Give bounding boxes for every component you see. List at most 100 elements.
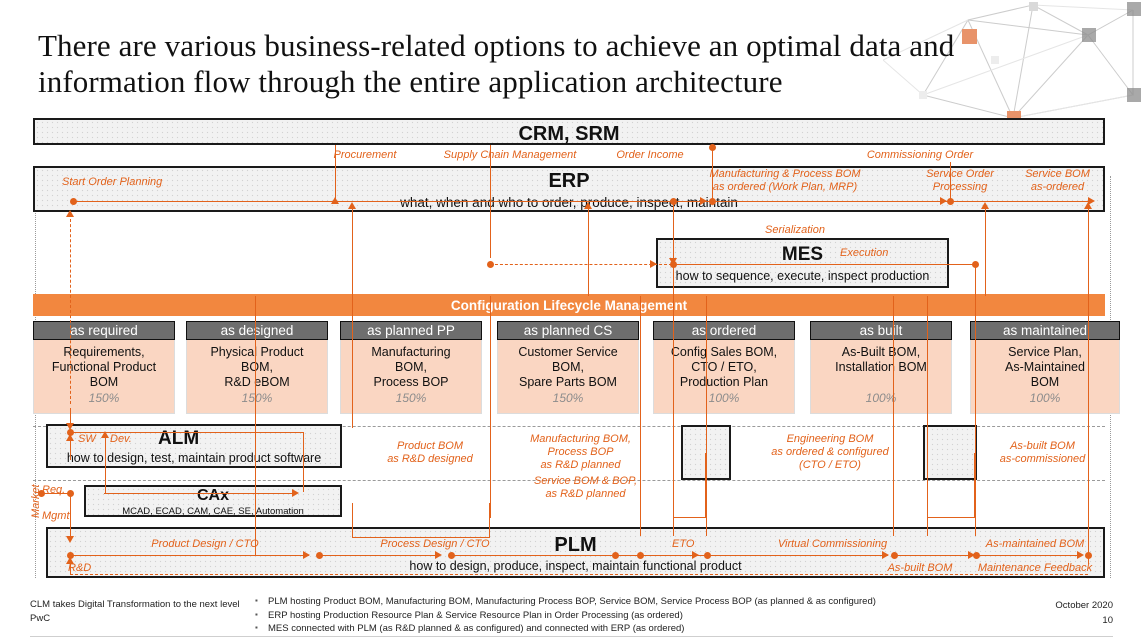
flow-as-required-dashed <box>70 214 71 404</box>
arrow-plm-eto <box>692 551 699 559</box>
spine-as-built-1 <box>893 296 894 536</box>
node-mes-feed-left <box>487 261 494 268</box>
label-service-order-processing: Service Order Processing <box>926 168 994 193</box>
arrow-mes-in <box>650 260 657 268</box>
footer-bullet-item: MES connected with PLM (as R&D planned &… <box>255 621 876 636</box>
stage-body-text: Manufacturing BOM, Process BOP <box>371 345 451 389</box>
flow-plm-left <box>72 555 309 556</box>
spine-as-built-3 <box>975 296 976 536</box>
system-box-erp[interactable]: ERP what, when and who to order, produce… <box>33 166 1105 212</box>
arrow-erp-service-order <box>981 202 989 209</box>
spine-as-designed <box>255 296 256 428</box>
annotation-as-built-bom: As-built BOM as-commissioned <box>999 440 1086 465</box>
stage-percent: 100% <box>708 391 740 405</box>
stage-column-as-required[interactable]: as required Requirements, Functional Pro… <box>33 321 175 414</box>
flow-erp-feed-a <box>352 206 353 296</box>
label-as-maintained-bom: As-maintained BOM <box>985 538 1085 550</box>
spine-as-maintained <box>1088 296 1089 564</box>
node-market <box>38 490 45 497</box>
flow-plm-maintained <box>977 555 1082 556</box>
stage-body-text: Physical Product BOM, R&D eBOM <box>210 345 304 389</box>
flow-req-mgmt-down <box>70 496 71 541</box>
label-req: Req. <box>42 484 66 496</box>
label-dev: Dev. <box>110 433 132 445</box>
spine-as-ordered-2 <box>673 296 674 536</box>
node-plm-origin <box>67 552 74 559</box>
flow-mes-main <box>676 264 976 265</box>
label-as-built-bom-plm: As-built BOM <box>887 562 953 574</box>
system-box-mes[interactable]: MES how to sequence, execute, inspect pr… <box>656 238 949 288</box>
system-box-crm-srm[interactable]: CRM, SRM <box>33 118 1105 145</box>
stage-column-as-built[interactable]: as built As-Built BOM, Installation BOM … <box>810 321 952 414</box>
node-order-income-top <box>709 144 716 151</box>
label-manufacturing-process-bom: Manufacturing & Process BOM as ordered (… <box>709 168 861 193</box>
arrow-erp-feed-a <box>348 202 356 209</box>
label-mes-execution: Execution <box>840 247 889 259</box>
arrow-erp-to-order-income <box>700 197 707 205</box>
outline-box-as-ordered <box>673 453 706 518</box>
stage-header: as maintained <box>970 321 1120 340</box>
spine-as-built-2 <box>927 296 928 536</box>
arrow-plm-return-up <box>66 557 74 564</box>
stage-header: as ordered <box>653 321 795 340</box>
flow-plm-return-dashed <box>70 574 1088 575</box>
spine-as-planned-cs <box>490 296 491 518</box>
label-mgmt: Mgmt <box>42 510 70 522</box>
footer-brand: PwC <box>30 613 51 624</box>
flow-cax-main <box>104 493 294 494</box>
node-req-mgmt <box>67 490 74 497</box>
annotation-service-bom-bop: Service BOM & BOP, as R&D planned <box>533 475 638 500</box>
annotation-band-upper <box>33 426 1105 481</box>
stage-percent: 150% <box>88 391 120 405</box>
label-procurement: Procurement <box>333 149 397 161</box>
arrow-procurement-up <box>331 197 339 204</box>
stage-column-as-planned-cs[interactable]: as planned CS Customer Service BOM, Spar… <box>497 321 639 414</box>
label-process-design-cto: Process Design / CTO <box>380 538 490 550</box>
system-box-cax[interactable]: CAx MCAD, ECAD, CAM, CAE, SE, Automation <box>84 485 342 517</box>
system-box-plm[interactable]: PLM how to design, produce, inspect, mai… <box>46 527 1105 578</box>
stage-column-as-planned-pp[interactable]: as planned PP Manufacturing BOM, Process… <box>340 321 482 414</box>
system-box-alm[interactable]: ALM how to design, test, maintain produc… <box>46 424 342 468</box>
label-supply-chain-management: Supply Chain Management <box>443 149 577 161</box>
label-service-bom-as-ordered: Service BOM as-ordered <box>1025 168 1090 193</box>
arrow-erp-feed-b <box>584 202 592 209</box>
arrow-req-mgmt-down <box>66 536 74 543</box>
clm-band-label: Configuration Lifecycle Management <box>450 297 688 313</box>
stage-column-as-maintained[interactable]: as maintained Service Plan, As-Maintaine… <box>970 321 1120 414</box>
spine-as-ordered-1 <box>640 296 641 536</box>
node-mes-left <box>670 261 677 268</box>
arrow-plm-end <box>1077 551 1084 559</box>
stage-body: Manufacturing BOM, Process BOP 150% <box>340 340 482 414</box>
flow-plm-mid <box>320 555 440 556</box>
stage-body-text: Requirements, Functional Product BOM <box>51 345 157 389</box>
crm-srm-title: CRM, SRM <box>518 123 620 145</box>
stage-body: As-Built BOM, Installation BOM 100% <box>810 340 952 414</box>
erp-title: ERP <box>548 170 590 192</box>
flow-plm-return-up <box>70 561 71 574</box>
mes-subtitle: how to sequence, execute, inspect produc… <box>675 269 930 283</box>
stage-column-as-designed[interactable]: as designed Physical Product BOM, R&D eB… <box>186 321 328 414</box>
footer-bullet-item: PLM hosting Product BOM, Manufacturing B… <box>255 594 876 609</box>
node-erp-mrp <box>670 198 677 205</box>
stage-column-as-ordered[interactable]: as ordered Config Sales BOM, CTO / ETO, … <box>653 321 795 414</box>
stage-percent: 100% <box>1029 391 1061 405</box>
flow-erp-main <box>74 201 719 202</box>
annotation-engineering-bom: Engineering BOM as ordered & configured … <box>771 433 889 471</box>
clm-band[interactable]: Configuration Lifecycle Management <box>33 294 1105 316</box>
stage-percent: 150% <box>552 391 584 405</box>
node-plm-as-built <box>891 552 898 559</box>
footer-tagline: CLM takes Digital Transformation to the … <box>30 599 240 610</box>
arrow-alm-down <box>66 423 74 430</box>
stage-header: as planned CS <box>497 321 639 340</box>
stage-body: Requirements, Functional Product BOM 150… <box>33 340 175 414</box>
spine-alm-to-plm <box>255 428 256 555</box>
mes-title: MES <box>781 244 824 265</box>
flow-erp-service-order <box>985 206 986 296</box>
stage-header: as planned PP <box>340 321 482 340</box>
stage-percent: 100% <box>865 391 897 405</box>
alm-title: ALM <box>158 428 200 449</box>
label-product-design-cto: Product Design / CTO <box>151 538 259 550</box>
page-title: There are various business-related optio… <box>38 28 955 99</box>
flow-alm-down <box>70 408 71 428</box>
